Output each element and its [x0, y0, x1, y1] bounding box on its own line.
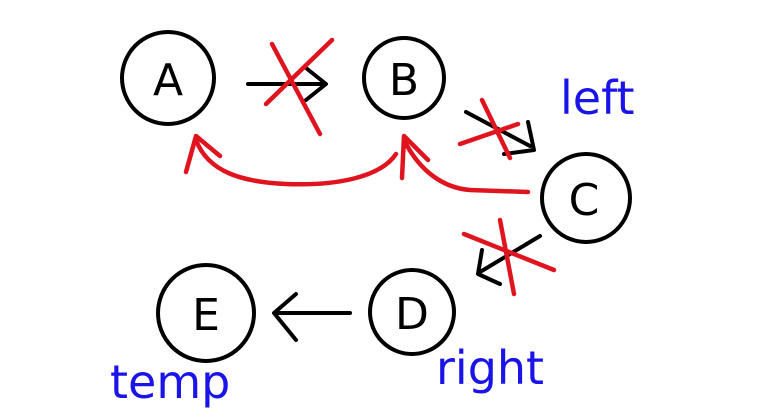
edge-c-to-b-new [399, 133, 531, 195]
node-e: E [156, 263, 256, 363]
pointer-label-left: left [560, 71, 635, 125]
cross-mark-c-d [461, 217, 557, 297]
cross-mark-a-b [263, 37, 335, 137]
cross-mark-b-c [457, 97, 521, 161]
edge-d-to-e [272, 292, 352, 342]
node-d: D [368, 268, 456, 356]
node-c-label: C [569, 175, 600, 226]
node-b: B [362, 36, 446, 120]
node-c: C [540, 152, 632, 244]
node-a: A [120, 30, 216, 126]
pointer-label-right: right [436, 341, 544, 395]
pointer-label-temp: temp [110, 355, 230, 409]
edge-b-to-a-new [183, 133, 399, 187]
node-e-label: E [192, 290, 220, 341]
node-a-label: A [153, 55, 183, 106]
node-d-label: D [395, 289, 429, 340]
node-b-label: B [389, 55, 419, 106]
